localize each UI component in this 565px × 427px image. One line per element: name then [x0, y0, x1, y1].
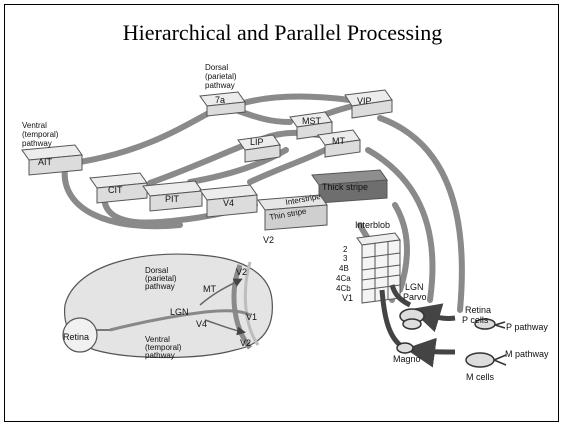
dorsal-label: pathway [205, 81, 235, 90]
slide-title: Hierarchical and Parallel Processing [122, 20, 443, 45]
layer-label: 4B [339, 264, 349, 273]
box-mt-front [324, 139, 361, 158]
layer-label: 4Cb [336, 284, 351, 293]
area-boxes [21, 89, 401, 304]
label-m-cells: M cells [466, 372, 495, 382]
v1-band [243, 261, 260, 346]
v1-layer-labels: 2 3 4B 4Ca 4Cb [336, 245, 351, 293]
box-pit-front [149, 190, 203, 212]
brain-lgn-label: LGN [170, 307, 189, 317]
v1-layer-line [361, 252, 401, 259]
brain-ventral-label: (temporal) [145, 343, 182, 352]
ventral-label: (temporal) [22, 130, 59, 139]
label-retina-p: Retina [465, 305, 491, 315]
box-v4-front [206, 194, 258, 218]
v1-layer-line [361, 264, 401, 271]
brain-ventral-arrow [204, 319, 246, 336]
tube-7a-vip [237, 93, 353, 107]
ventral-label: Ventral [22, 121, 47, 130]
brain-dorsal-label: Dorsal [145, 266, 168, 275]
label-p-cells: P cells [462, 315, 489, 325]
label-mt: MT [332, 136, 345, 146]
box-vip-front [351, 99, 393, 119]
p-cell-dendrites [494, 321, 506, 329]
dorsal-label: Dorsal [205, 63, 228, 72]
label-v4: V4 [223, 198, 234, 208]
label-v1: V1 [342, 293, 353, 303]
pathway-labels: Dorsal (parietal) pathway Ventral (tempo… [22, 63, 237, 148]
tube-ait-loop [61, 165, 183, 230]
brain-ventral-label: Ventral [145, 335, 170, 344]
box-lip-front [244, 144, 281, 163]
brain-inset [62, 253, 273, 359]
label-mst: MST [302, 116, 322, 126]
brain-optic-path [109, 309, 251, 332]
label-magno: Magno [393, 354, 421, 364]
label-lip: LIP [250, 137, 264, 147]
tube-mt-right [365, 147, 436, 303]
label-ait: AIT [38, 157, 53, 167]
label-7a: 7a [215, 95, 225, 105]
cell-glyphs [396, 308, 507, 368]
magno-to-v1 [379, 289, 402, 347]
m-cell-dendrites [493, 354, 507, 366]
p-pathway-arrow [410, 303, 456, 333]
label-thick-stripe: Thick stripe [322, 182, 368, 192]
brain-v1-label: V1 [246, 312, 257, 322]
label-lgn: LGN [405, 282, 424, 292]
brain-dorsal-label: (parietal) [145, 274, 177, 283]
brain-ventral-label: pathway [145, 351, 175, 360]
brain-dorsal-arrow [199, 278, 243, 306]
layer-label: 3 [343, 254, 348, 263]
layer-label: 4Ca [336, 274, 351, 283]
p-cell-body [474, 318, 496, 330]
label-pit: PIT [165, 194, 180, 204]
tube-v4-mt [247, 147, 328, 185]
m-cell-body [465, 352, 495, 368]
label-vip: VIP [357, 96, 372, 106]
box-7a-front [206, 101, 246, 117]
ventral-label: pathway [22, 139, 52, 148]
box-thinstripe-front [264, 204, 328, 231]
brain-dorsal-label: pathway [145, 282, 175, 291]
lgn-parvo-layers [402, 318, 422, 330]
brain-labels: Retina LGN MT V4 V1 V2 V2 Dorsal (pariet… [63, 266, 257, 360]
label-parvo: Parvo [403, 292, 427, 302]
layer-label: 2 [343, 245, 348, 254]
brain-v2-label: V2 [236, 267, 247, 277]
label-p-pathway: P pathway [506, 322, 548, 332]
tube-vip-right [377, 115, 465, 313]
brain-mt-label: MT [203, 284, 216, 294]
tube-ait-7a [77, 103, 225, 165]
m-pathway-arrow [405, 337, 456, 368]
brain-outline [63, 253, 273, 359]
label-m-pathway: M pathway [505, 349, 549, 359]
brain-retina-label: Retina [63, 332, 89, 342]
label-v2: V2 [263, 235, 274, 245]
dorsal-label: (parietal) [205, 72, 237, 81]
v1-layer-line [361, 274, 401, 281]
brain-v4-label: V4 [196, 319, 207, 329]
magno-layers [396, 342, 414, 354]
box-cit-front [96, 182, 148, 204]
brain-v2-label: V2 [240, 338, 251, 348]
v2-band [231, 264, 253, 350]
box-ait-front [28, 154, 83, 176]
label-interblob: Interblob [355, 220, 390, 230]
parvo-to-v1 [389, 284, 412, 308]
tube-thick-v1 [392, 202, 410, 293]
label-cit: CIT [108, 185, 123, 195]
brain-eye [62, 317, 98, 353]
